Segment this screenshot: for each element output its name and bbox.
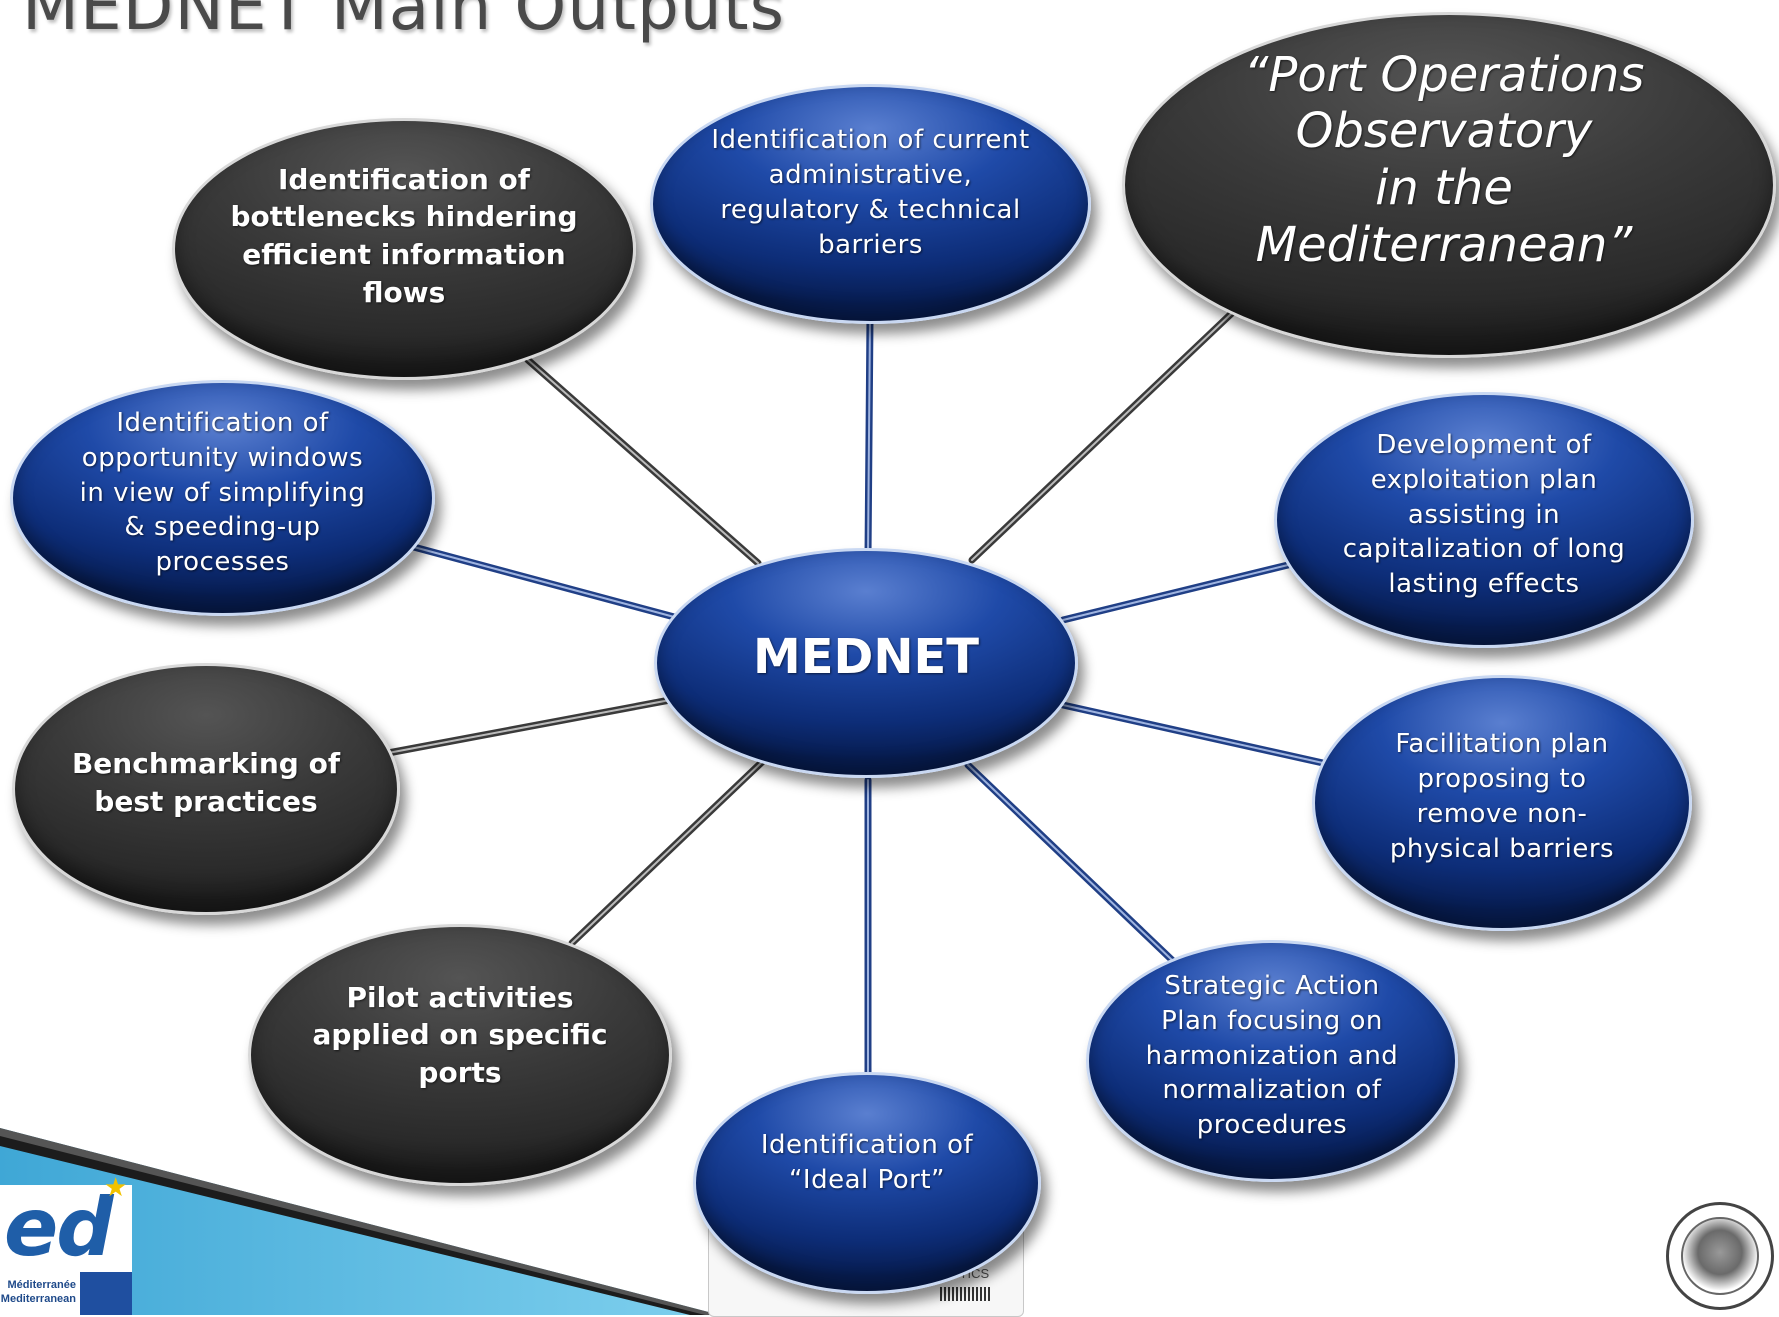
- slide-title: MEDNET Main Outputs: [22, 0, 786, 45]
- node-ideal-port: Identification of “Ideal Port”: [693, 1072, 1041, 1294]
- node-barriers-line-3: regulatory & technical: [720, 195, 1021, 225]
- node-opportunity-line-3: in view of simplifying: [79, 477, 366, 508]
- node-exploitation-line-2: exploitation plan: [1370, 464, 1598, 495]
- node-pilot-line-2: applied on specific: [312, 1018, 608, 1052]
- node-benchmarking-line-2: best practices: [94, 785, 318, 818]
- node-pilot-line-3: ports: [418, 1055, 502, 1089]
- logo-line-2: Mediterranean: [0, 1292, 76, 1305]
- node-pilot-line-1: Pilot activities: [346, 980, 574, 1014]
- logo-line-1: Méditerranée: [7, 1279, 76, 1291]
- node-facilitation-line-3: remove non-: [1416, 799, 1588, 829]
- node-bottlenecks-line-2: bottlenecks hindering: [230, 200, 578, 234]
- node-strategic-line-5: procedures: [1196, 1110, 1348, 1141]
- node-strategic: Strategic Action Plan focusing on harmon…: [1086, 940, 1458, 1182]
- node-exploitation-line-3: assisting in: [1407, 499, 1561, 530]
- seal-emblem-icon: [1681, 1217, 1759, 1295]
- program-logo-text: ed: [4, 1181, 114, 1274]
- node-barriers-line-2: administrative,: [768, 160, 973, 191]
- node-observatory-line-4: Mediterranean”: [1255, 216, 1633, 273]
- connector-observatory: [968, 309, 1236, 564]
- connector-facilitation: [1059, 701, 1327, 767]
- node-barriers-line-1: Identification of current: [711, 125, 1030, 156]
- node-strategic-line-1: Strategic Action: [1164, 970, 1380, 1001]
- connector-strategic: [964, 761, 1176, 964]
- node-opportunity-line-1: Identification of: [116, 407, 329, 438]
- barcode-icon: [940, 1287, 992, 1301]
- connector-pilot: [568, 758, 766, 947]
- node-observatory-line-3: in the: [1375, 160, 1513, 216]
- connector-barriers: [864, 314, 874, 559]
- node-benchmarking-line-1: Benchmarking of: [71, 747, 341, 781]
- connector-bottlenecks: [524, 356, 762, 567]
- node-observatory-line-1: “Port Operations: [1243, 46, 1645, 103]
- connector-opportunity: [406, 542, 682, 622]
- node-strategic-line-2: Plan focusing on: [1161, 1005, 1383, 1036]
- node-exploitation-line-4: capitalization of long: [1342, 534, 1626, 565]
- node-strategic-line-4: normalization of: [1162, 1075, 1382, 1106]
- node-facilitation-line-2: proposing to: [1417, 764, 1587, 795]
- node-facilitation-line-4: physical barriers: [1389, 833, 1615, 864]
- node-strategic-line-3: harmonization and: [1145, 1040, 1399, 1071]
- node-ideal-port-line-1: Identification of: [760, 1130, 974, 1161]
- node-opportunity-line-2: opportunity windows: [81, 442, 364, 473]
- connector-exploitation: [1059, 561, 1292, 624]
- eu-flag-icon: [80, 1272, 132, 1315]
- node-barriers: Identification of current administrative…: [650, 84, 1091, 324]
- node-opportunity-line-4: & speeding-up: [124, 512, 321, 543]
- node-opportunity: Identification of opportunity windows in…: [10, 380, 435, 616]
- node-ideal-port-line-2: “Ideal Port”: [788, 1165, 946, 1195]
- node-observatory: “Port Operations Observatory in the Medi…: [1122, 12, 1776, 358]
- star-icon: ★: [104, 1173, 128, 1203]
- node-exploitation: Development of exploitation plan assisti…: [1274, 392, 1694, 648]
- node-exploitation-line-5: lasting effects: [1388, 569, 1580, 600]
- node-opportunity-line-5: processes: [155, 547, 290, 578]
- decorative-band: [0, 1128, 720, 1315]
- center-label: MEDNET: [752, 628, 980, 685]
- node-observatory-line-2: Observatory: [1295, 103, 1593, 160]
- node-exploitation-line-1: Development of: [1376, 429, 1592, 460]
- node-barriers-line-4: barriers: [818, 229, 923, 260]
- program-logo-caption: Méditerranée Mediterranean: [0, 1279, 76, 1307]
- node-facilitation-line-1: Facilitation plan: [1395, 729, 1609, 760]
- connector-benchmarking: [384, 696, 674, 757]
- node-bottlenecks-line-3: efficient information: [242, 238, 566, 271]
- node-bottlenecks-line-4: flows: [362, 275, 446, 309]
- node-pilot: Pilot activities applied on specific por…: [248, 924, 672, 1186]
- node-facilitation: Facilitation plan proposing to remove no…: [1312, 675, 1692, 931]
- node-benchmarking: Benchmarking of best practices: [12, 663, 400, 915]
- node-bottlenecks-line-1: Identification of: [278, 162, 530, 196]
- node-center-mednet: MEDNET: [654, 548, 1078, 778]
- node-bottlenecks: Identification of bottlenecks hindering …: [172, 118, 636, 380]
